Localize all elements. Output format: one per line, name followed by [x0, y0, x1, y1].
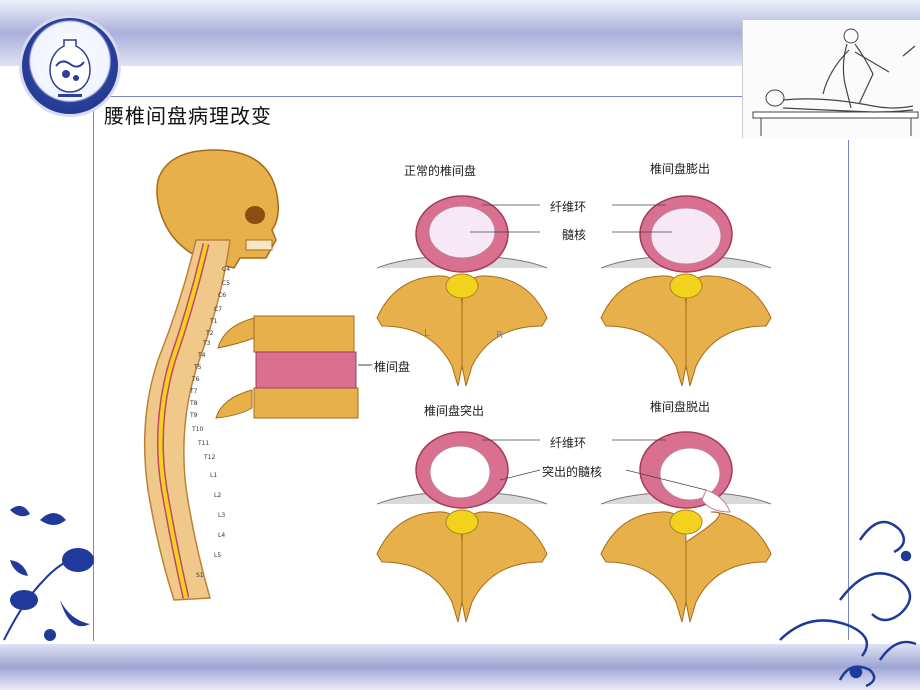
treatment-sketch-image [742, 20, 920, 138]
panel-title-normal: 正常的椎间盘 [404, 164, 477, 178]
panel-normal-disc [376, 195, 548, 387]
treatment-sketch [752, 28, 919, 136]
skull [156, 149, 279, 269]
spinal-cord [158, 243, 208, 599]
callout-annulus: 纤维环 [550, 200, 587, 214]
vase-graphic [49, 39, 91, 97]
spine-level-label: C5 [222, 280, 231, 287]
panel-bulging-disc [600, 195, 772, 387]
spine-level-label: L4 [218, 532, 226, 539]
bottom-band [0, 644, 920, 690]
page-title: 腰椎间盘病理改变 [104, 104, 272, 128]
callout-lines [470, 204, 707, 491]
spine-level-label: L1 [210, 472, 218, 479]
spine-level-label: C7 [214, 306, 223, 313]
spine-level-label: T10 [192, 426, 204, 433]
spine-level-label: T6 [192, 376, 200, 383]
frame-line-right [848, 140, 849, 640]
spine-level-label: T7 [190, 388, 198, 395]
skull-eye-socket [245, 206, 265, 224]
callout-disc: 椎间盘 [374, 360, 411, 374]
frame-line-left [93, 96, 94, 641]
callout-herniated-nucleus: 突出的髓核 [542, 465, 603, 479]
spine-level-label: L5 [214, 552, 222, 559]
panel-title-prolapse: 椎间盘脱出 [650, 400, 711, 414]
spine-level-label: C4 [222, 266, 231, 273]
spine-level-label: T9 [190, 412, 198, 419]
vertebra-detail [215, 315, 372, 419]
panel-protrusion-disc [376, 431, 548, 623]
spine-level-label: T12 [204, 454, 216, 461]
skull-teeth [245, 239, 273, 251]
panel-title-bulging: 椎间盘膨出 [650, 162, 711, 176]
spine-level-label: S1 [196, 572, 204, 579]
left-mark: L [424, 328, 430, 339]
spine-level-label: C6 [218, 292, 227, 299]
spine-level-label: T11 [198, 440, 210, 447]
callout-annulus-2: 纤维环 [550, 436, 587, 450]
panel-title-protrusion: 椎间盘突出 [424, 404, 485, 418]
spine-level-label: T5 [194, 364, 202, 371]
porcelain-vase-icon [22, 18, 118, 114]
spine-level-label: L3 [218, 512, 226, 519]
frame-line-top [93, 96, 753, 97]
spine-level-label: T2 [206, 330, 214, 337]
spine-level-label: T1 [210, 318, 218, 325]
spine-level-label: T3 [203, 340, 211, 347]
spine-level-label: T8 [190, 400, 198, 407]
panel-prolapse-disc [600, 431, 772, 623]
spine-level-label: T4 [198, 352, 206, 359]
right-mark: R [496, 330, 503, 341]
spine-level-label: L2 [214, 492, 222, 499]
callout-nucleus: 髓核 [562, 228, 587, 242]
